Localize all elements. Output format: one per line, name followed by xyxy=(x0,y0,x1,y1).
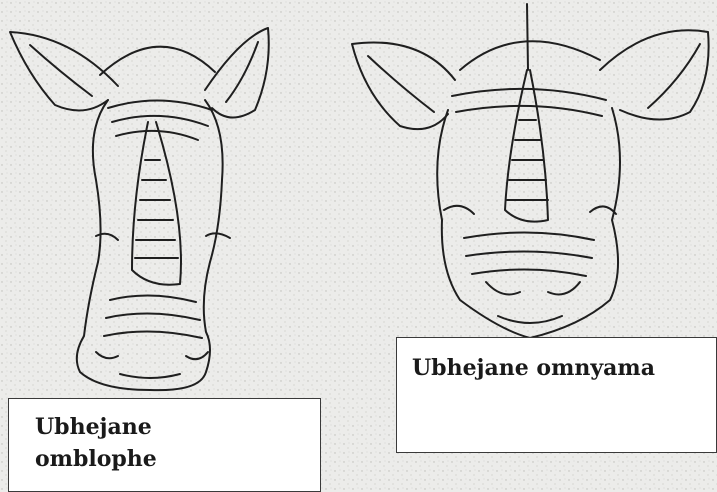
white-rhino-label-line-2: omblophe xyxy=(35,443,157,475)
white-rhino-label-box: Ubhejane omblophe xyxy=(8,398,321,492)
white-rhino-label-line-1: Ubhejane xyxy=(35,411,157,443)
black-rhino-label-box: Ubhejane omnyama xyxy=(396,337,717,453)
black-rhino-label: Ubhejane omnyama xyxy=(412,352,655,384)
white-rhino-label: Ubhejane omblophe xyxy=(35,411,157,475)
